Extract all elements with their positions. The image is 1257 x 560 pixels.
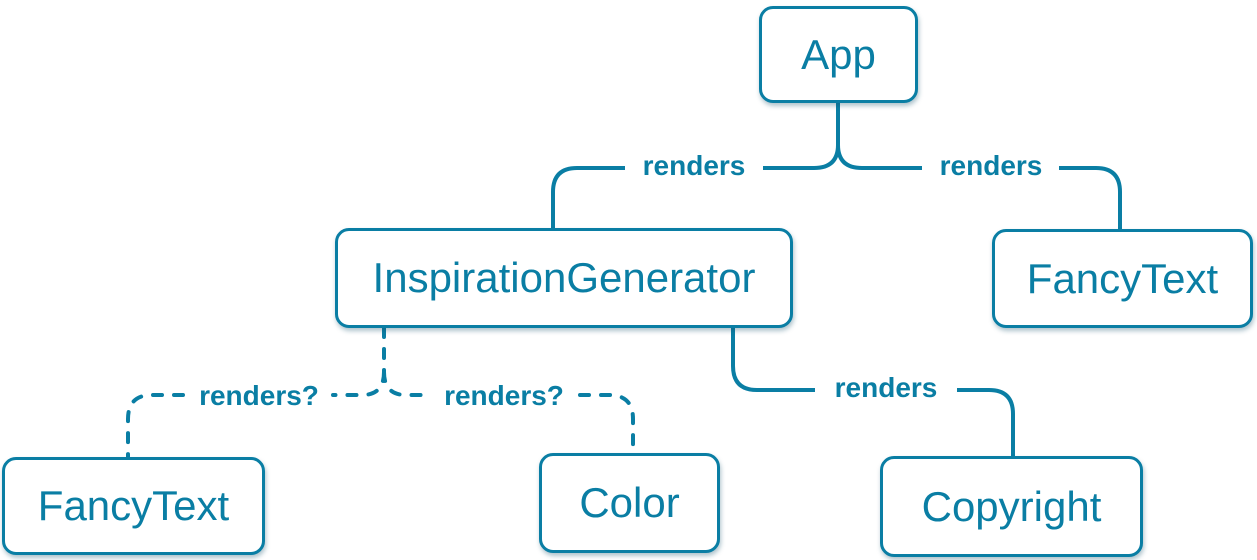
edge-inspiration-copyright-line-b <box>957 388 1015 456</box>
node-fancy-text-bottom: FancyText <box>2 457 265 555</box>
node-fancy-text-top: FancyText <box>992 229 1253 328</box>
edge-inspiration-color-line-a <box>382 370 428 397</box>
edge-label-renders-app-fancytext: renders <box>939 150 1043 181</box>
node-inspiration-generator: InspirationGenerator <box>335 228 793 328</box>
edge-label-renders-question-inspiration-color: renders? <box>444 380 564 411</box>
edge-app-fancytext-line-b <box>1059 166 1122 229</box>
edge-label-renders-inspiration-copyright: renders <box>834 372 938 403</box>
node-app-label: App <box>801 30 876 78</box>
edge-inspiration-fancytext-line-b <box>126 393 185 459</box>
node-color-label: Color <box>579 479 680 526</box>
edge-app-fancytext-line-a <box>836 144 922 170</box>
edge-inspiration-copyright-line-a <box>731 328 815 392</box>
node-fancy-text-top-label: FancyText <box>1026 254 1219 302</box>
node-copyright: Copyright <box>880 456 1143 557</box>
node-color: Color <box>539 453 720 553</box>
node-inspiration-generator-label: InspirationGenerator <box>372 254 756 301</box>
node-copyright-label: Copyright <box>921 482 1102 530</box>
node-fancy-text-bottom-label: FancyText <box>37 482 230 529</box>
edge-label-renders-question-inspiration-fancytext: renders? <box>199 380 319 411</box>
edge-app-inspiration-line-a <box>763 103 840 170</box>
edge-inspiration-fancytext-line-a <box>331 370 386 397</box>
edge-label-renders-app-inspiration: renders <box>642 150 746 181</box>
node-app: App <box>759 6 918 103</box>
edge-app-inspiration-line-b <box>551 166 625 228</box>
edge-inspiration-color-line-b <box>578 393 635 455</box>
